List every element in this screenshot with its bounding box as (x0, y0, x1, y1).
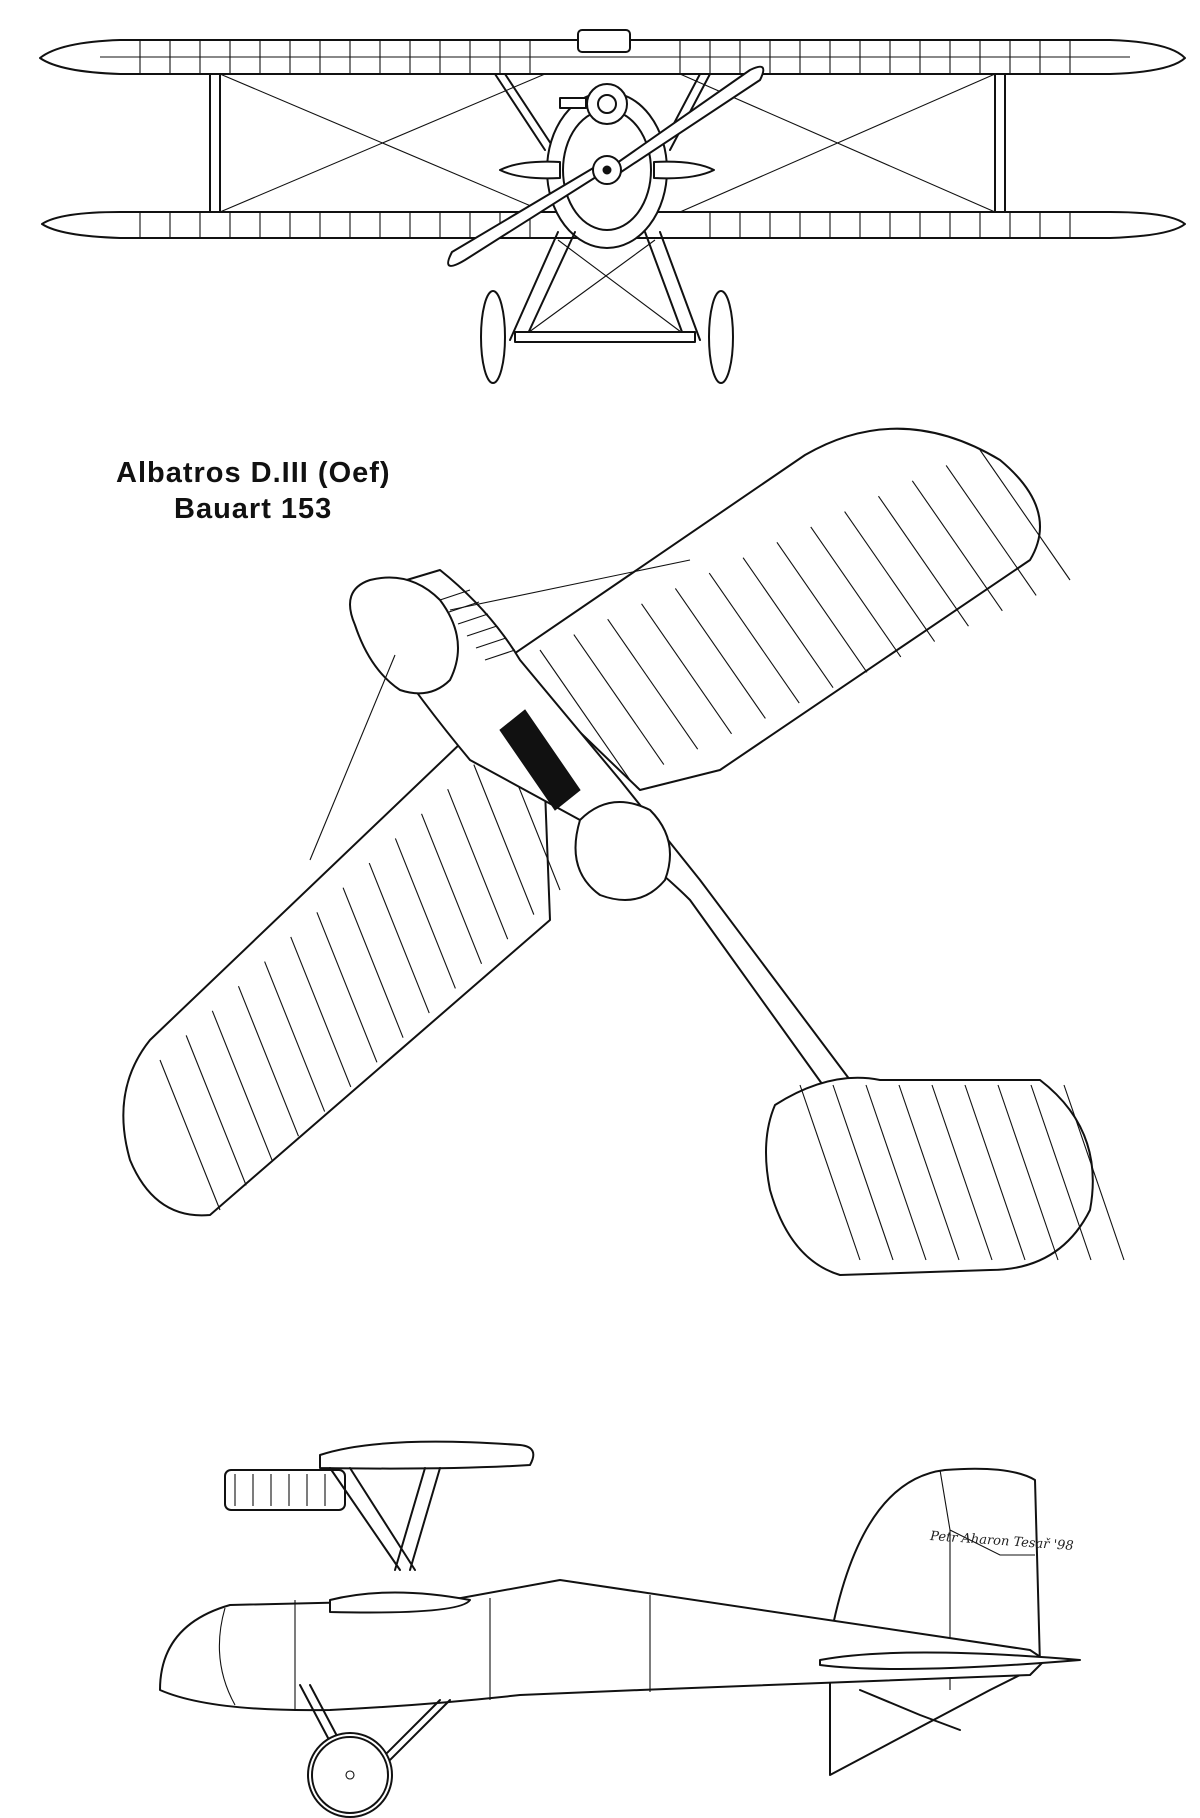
title-line-2: Bauart 153 (174, 493, 333, 525)
front-view (39, 29, 1186, 384)
top-view (122, 427, 1125, 1276)
title-line-1: Albatros D.III (Oef) (116, 457, 391, 489)
drawing-title: Albatros D.III (Oef) Bauart 153 (116, 455, 391, 527)
side-view (159, 1440, 1081, 1818)
